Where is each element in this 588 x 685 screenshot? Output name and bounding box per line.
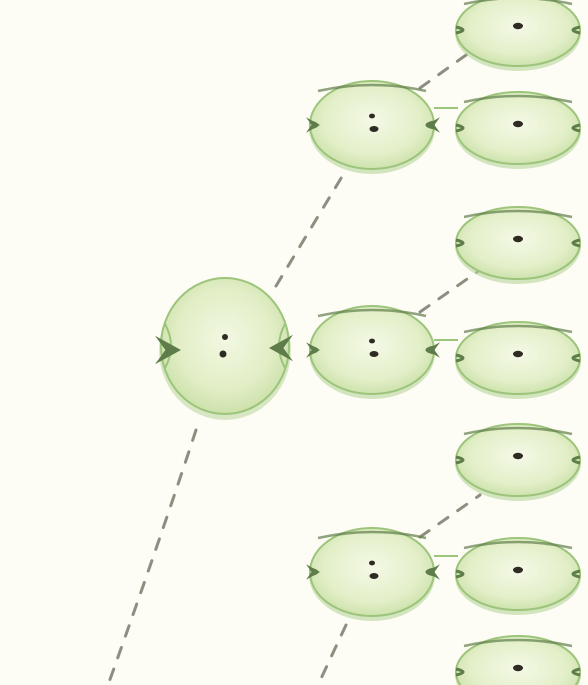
cell-body (456, 424, 580, 496)
nucleus (369, 339, 375, 344)
nucleus (369, 114, 375, 119)
cell-gen2-top (309, 81, 435, 174)
cell-body (161, 278, 289, 414)
cell-gen3-6 (455, 538, 581, 615)
cell-body (456, 92, 580, 164)
nucleus (513, 665, 523, 671)
lineage-line-parent-to-gen2-top (276, 170, 346, 286)
lineage-line-gen2-bottom-up (420, 495, 480, 537)
nucleus (513, 567, 523, 573)
cell-gen2-bottom (309, 528, 435, 621)
nucleus (370, 573, 379, 579)
cell-gen3-4 (455, 322, 581, 399)
nucleus (513, 23, 523, 29)
cells-layer (155, 0, 581, 685)
nucleus (513, 351, 523, 357)
cell-body (310, 81, 434, 169)
cell-body (456, 322, 580, 394)
cell-body (456, 538, 580, 610)
lineage-line-gen2-bottom-down (318, 625, 346, 685)
cell-body (456, 207, 580, 279)
nucleus (513, 236, 523, 242)
nucleus (370, 126, 379, 132)
nucleus (513, 121, 523, 127)
cell-gen3-2 (455, 92, 581, 169)
nucleus (220, 351, 227, 358)
cell-gen3-3 (455, 207, 581, 284)
nucleus (369, 561, 375, 566)
cell-gen3-1 (455, 0, 581, 71)
lineage-line-parent-lower (108, 430, 196, 685)
cell-body (310, 306, 434, 394)
cell-body (456, 0, 580, 66)
cell-gen3-5 (455, 424, 581, 501)
nucleus (222, 334, 228, 340)
cell-gen3-7 (455, 636, 581, 685)
cell-body (310, 528, 434, 616)
nucleus (513, 453, 523, 459)
cell-gen2-middle (309, 306, 435, 399)
lineage-line-gen2-mid-up (420, 270, 480, 312)
nucleus (370, 351, 379, 357)
